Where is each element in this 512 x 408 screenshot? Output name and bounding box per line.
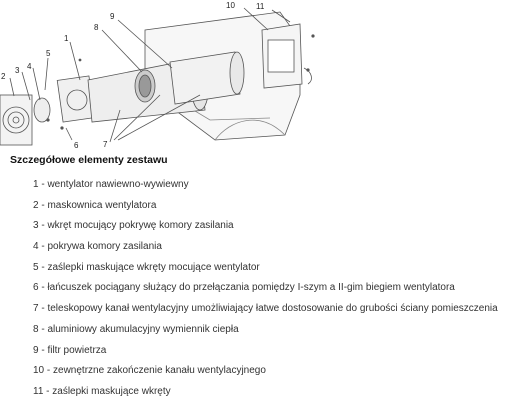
list-item: 8 - aluminiowy akumulacyjny wymiennik ci… xyxy=(33,323,239,335)
callout-1: 1 xyxy=(64,34,69,43)
list-item: 2 - maskownica wentylatora xyxy=(33,199,157,211)
callout-8: 8 xyxy=(94,23,99,32)
callout-9: 9 xyxy=(110,12,115,21)
list-item: 11 - zaślepki maskujące wkręty xyxy=(33,385,171,397)
list-item: 6 - łańcuszek pociągany służący do przeł… xyxy=(33,282,455,294)
list-item: 10 - zewnętrzne zakończenie kanału wenty… xyxy=(33,365,266,377)
callout-4: 4 xyxy=(27,62,32,71)
callout-7: 7 xyxy=(103,140,108,149)
exploded-assembly-diagram: 2 3 4 5 1 6 7 8 9 10 11 xyxy=(0,1,315,150)
list-item: 3 - wkręt mocujący pokrywę komory zasila… xyxy=(33,220,234,232)
callout-5: 5 xyxy=(46,49,51,58)
callout-2: 2 xyxy=(1,72,6,81)
callout-3: 3 xyxy=(15,66,20,75)
section-title: Szczegółowe elementy zestawu xyxy=(10,154,168,166)
callout-6: 6 xyxy=(74,141,79,150)
callout-10: 10 xyxy=(226,1,235,10)
power-cover xyxy=(33,97,51,123)
parts-list: 1 - wentylator nawiewno-wywiewny 2 - mas… xyxy=(33,178,498,406)
front-grille xyxy=(0,94,33,146)
list-item: 1 - wentylator nawiewno-wywiewny xyxy=(33,179,189,190)
list-item: 9 - filtr powietrza xyxy=(33,344,107,356)
callout-11: 11 xyxy=(256,2,265,11)
list-item: 7 - teleskopowy kanał wentylacyjny umożl… xyxy=(33,303,498,315)
list-item: 4 - pokrywa komory zasilania xyxy=(33,241,162,253)
list-item: 5 - zaślepki maskujące wkręty mocujące w… xyxy=(33,261,260,273)
